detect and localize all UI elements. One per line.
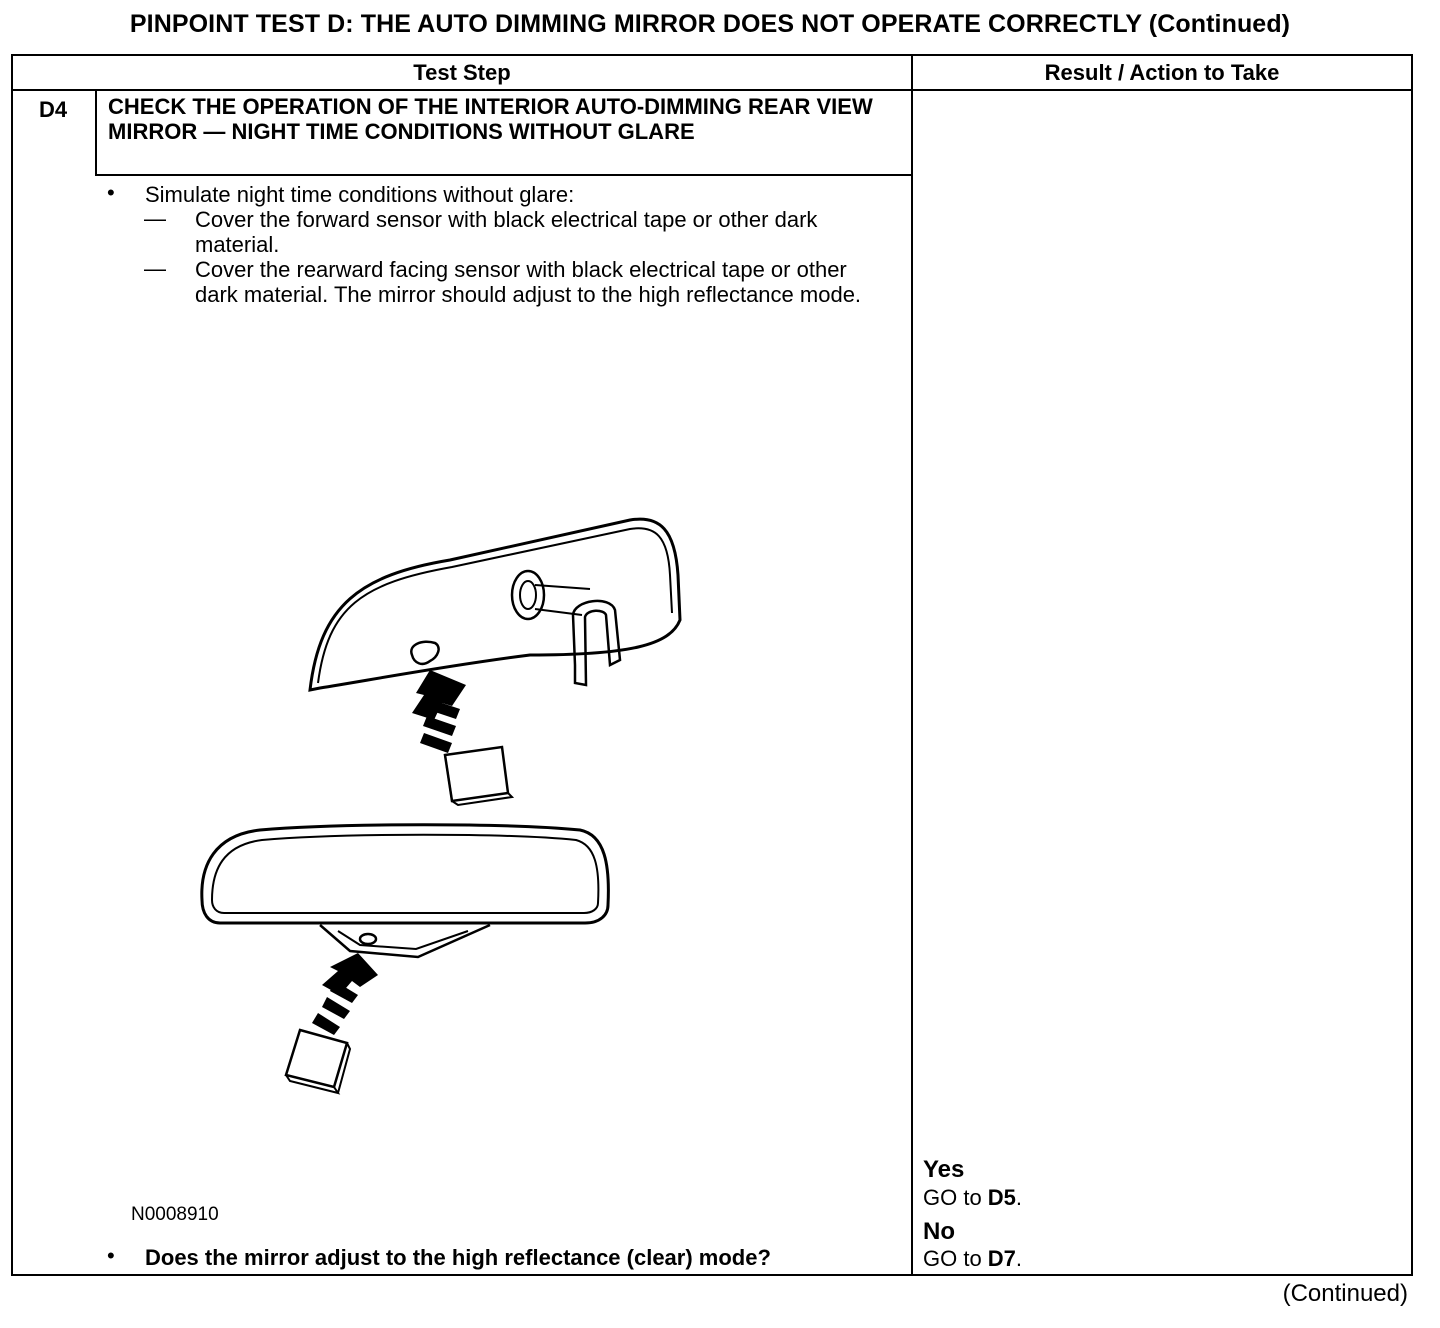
- instruction-text: Simulate night time conditions without g…: [145, 182, 575, 207]
- header-test-step: Test Step: [413, 60, 511, 85]
- tape-piece-drawing: [443, 745, 515, 807]
- continued-label: (Continued): [1282, 1280, 1408, 1307]
- arrow-forward-sensor-drawing: [412, 670, 466, 753]
- step-heading: CHECK THE OPERATION OF THE INTERIOR AUTO…: [108, 94, 873, 144]
- result-yes-target: D5: [987, 1185, 1016, 1210]
- question-text: Does the mirror adjust to the high refle…: [145, 1245, 771, 1270]
- dash-icon: —: [144, 256, 166, 281]
- mirror-sensor-illustration: [200, 517, 682, 1095]
- arrow-rearward-sensor-drawing: [312, 953, 378, 1035]
- result-no-label: No: [923, 1218, 955, 1245]
- substep-rearward-sensor: Cover the rearward facing sensor with bl…: [195, 257, 862, 307]
- bullet-icon: •: [107, 1243, 115, 1268]
- column-divider: [911, 56, 913, 1274]
- result-no-action: GO to D7.: [923, 1246, 1023, 1271]
- bullet-icon: •: [107, 180, 115, 205]
- mirror-front-view-drawing: [200, 823, 610, 959]
- step-number-divider: [95, 91, 97, 175]
- mirror-back-view-drawing: [308, 517, 682, 692]
- substep-forward-sensor: Cover the forward sensor with black elec…: [195, 207, 818, 257]
- step-heading-divider: [95, 174, 912, 176]
- figure-code: N0008910: [131, 1204, 219, 1225]
- header-divider: [13, 89, 1411, 91]
- step-number: D4: [39, 97, 68, 122]
- result-yes-action: GO to D5.: [923, 1185, 1023, 1210]
- dash-icon: —: [144, 206, 166, 231]
- pinpoint-test-table: Test Step Result / Action to Take D4 CHE…: [11, 54, 1413, 1276]
- page-title: PINPOINT TEST D: THE AUTO DIMMING MIRROR…: [129, 10, 1291, 38]
- result-yes-label: Yes: [923, 1156, 965, 1183]
- tape-piece-drawing: [284, 1028, 352, 1095]
- result-no-target: D7: [987, 1246, 1016, 1271]
- header-result-action: Result / Action to Take: [1044, 60, 1280, 85]
